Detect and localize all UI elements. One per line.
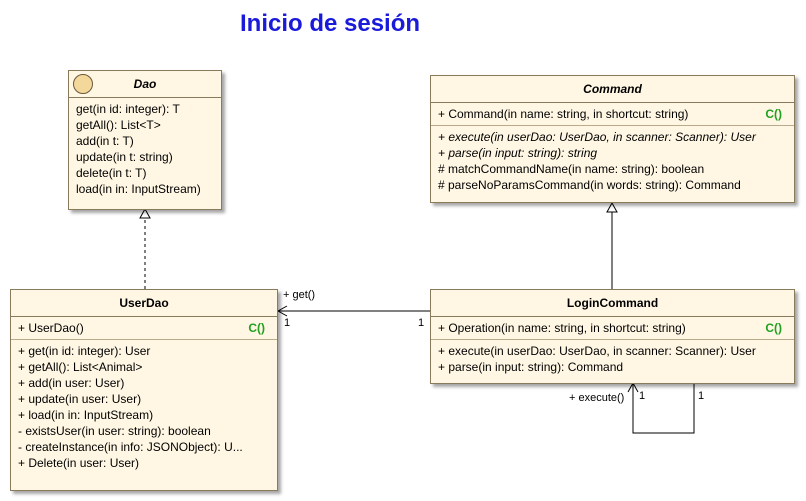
logincommand-class-header: LoginCommand: [431, 290, 794, 317]
logincommand-class-box[interactable]: LoginCommand + Operation(in name: string…: [430, 289, 795, 384]
command-constructor-signature: + Command(in name: string, in shortcut: …: [438, 107, 689, 121]
command-constructors: + Command(in name: string, in shortcut: …: [431, 103, 794, 126]
command-class-name: Command: [583, 82, 642, 96]
command-method: # matchCommandName(in name: string): boo…: [438, 162, 705, 176]
command-operations: + execute(in userDao: UserDao, in scanne…: [431, 126, 794, 196]
execute-self-loop: [632, 383, 695, 434]
execute-multiplicity-left: 1: [639, 390, 646, 402]
command-class-box[interactable]: Command + Command(in name: string, in sh…: [430, 75, 795, 203]
get-multiplicity-left: 1: [284, 317, 291, 329]
execute-multiplicity-right: 1: [698, 390, 705, 402]
userdao-method: - existsUser(in user: string): boolean: [18, 424, 211, 438]
logincommand-method: + parse(in input: string): Command: [438, 360, 624, 374]
realization-arrowhead: [139, 207, 151, 219]
userdao-method: + Delete(in user: User): [18, 456, 140, 470]
userdao-method: - createInstance(in info: JSONObject): U…: [18, 440, 243, 454]
logincommand-operations: + execute(in userDao: UserDao, in scanne…: [431, 340, 794, 378]
dao-class-box[interactable]: Dao get(in id: integer): T getAll(): Lis…: [68, 70, 222, 210]
userdao-class-name: UserDao: [119, 296, 169, 310]
command-constructor: + Command(in name: string, in shortcut: …: [438, 106, 794, 122]
logincommand-constructor-signature: + Operation(in name: string, in shortcut…: [438, 321, 686, 335]
get-association-arrowhead: [276, 305, 288, 317]
diagram-title: Inicio de sesión: [240, 10, 421, 37]
logincommand-class-name: LoginCommand: [566, 296, 659, 310]
dao-class-header: Dao: [69, 71, 221, 98]
userdao-method: + update(in user: User): [18, 392, 142, 406]
dao-operations: get(in id: integer): T getAll(): List<T>…: [69, 98, 221, 200]
dao-method: add(in t: T): [76, 134, 134, 148]
interface-icon: [73, 74, 93, 94]
dao-method: load(in in: InputStream): [76, 182, 201, 196]
userdao-class-box[interactable]: UserDao + UserDao() C() + get(in id: int…: [10, 289, 278, 491]
userdao-method: + getAll(): List<Animal>: [18, 360, 143, 374]
userdao-operations: + get(in id: integer): User + getAll(): …: [11, 340, 277, 474]
execute-association-label: + execute(): [569, 392, 625, 404]
command-method: + parse(in input: string): string: [438, 146, 598, 160]
dao-method: update(in t: string): [76, 150, 173, 164]
command-class-header: Command: [431, 76, 794, 103]
userdao-constructors: + UserDao() C(): [11, 317, 277, 340]
command-method: # parseNoParamsCommand(in words: string)…: [438, 178, 741, 192]
userdao-class-header: UserDao: [11, 290, 277, 317]
generalization-arrowhead: [606, 201, 618, 213]
logincommand-method: + execute(in userDao: UserDao, in scanne…: [438, 344, 756, 358]
dao-method: delete(in t: T): [76, 166, 147, 180]
dao-method: get(in id: integer): T: [76, 102, 180, 116]
constructor-badge: C(): [248, 321, 265, 335]
userdao-method: + load(in in: InputStream): [18, 408, 154, 422]
command-method: + execute(in userDao: UserDao, in scanne…: [438, 130, 756, 144]
get-association-label: + get(): [283, 289, 316, 301]
userdao-constructor-signature: + UserDao(): [18, 321, 84, 335]
constructor-badge: C(): [765, 107, 782, 121]
get-multiplicity-right: 1: [418, 317, 425, 329]
dao-method: getAll(): List<T>: [76, 118, 161, 132]
constructor-badge: C(): [765, 321, 782, 335]
userdao-constructor: + UserDao() C(): [18, 320, 277, 336]
logincommand-constructor: + Operation(in name: string, in shortcut…: [438, 320, 794, 336]
logincommand-constructors: + Operation(in name: string, in shortcut…: [431, 317, 794, 340]
userdao-method: + add(in user: User): [18, 376, 125, 390]
userdao-method: + get(in id: integer): User: [18, 344, 151, 358]
dao-class-name: Dao: [133, 77, 157, 91]
